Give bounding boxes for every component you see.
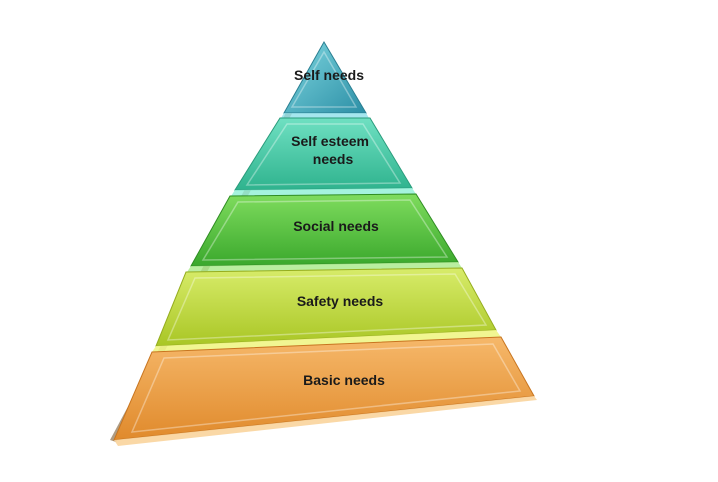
tier-safety-needs: Safety needs (152, 267, 501, 352)
tier-basic-needs: Basic needs (113, 336, 537, 446)
tier-self-needs: Self needs (281, 41, 369, 118)
tier-label-social-needs: Social needs (293, 218, 379, 234)
tier-social-needs: Social needs (187, 193, 462, 272)
tier-self-esteem-needs: Self esteem needs (231, 117, 416, 196)
tier-label-basic-needs: Basic needs (303, 372, 385, 388)
tier-label-self-needs: Self needs (294, 67, 364, 83)
tier-label-safety-needs: Safety needs (297, 293, 384, 309)
tier-label-self-esteem-needs: Self esteem needs (291, 133, 373, 167)
